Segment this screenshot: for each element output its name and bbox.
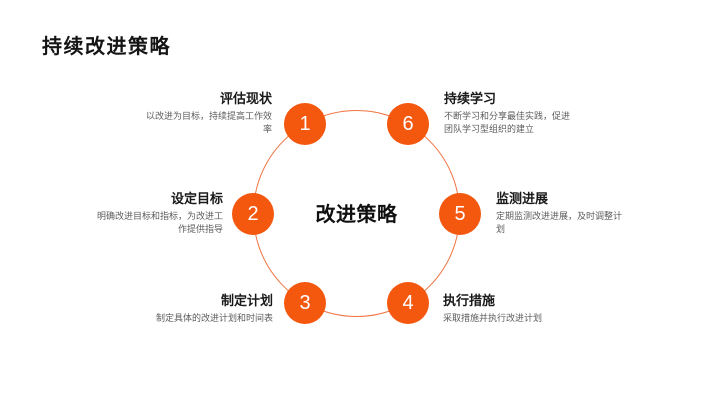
center-label: 改进策略 xyxy=(315,204,398,226)
step-description: 以改进为目标，持续提高工作效率 xyxy=(145,110,272,134)
step-description: 明确改进目标和指标，为改进工作提供指导 xyxy=(96,210,223,234)
step-label-4: 执行措施 采取措施并执行改进计划 xyxy=(443,293,576,325)
step-title: 监测进展 xyxy=(496,191,549,206)
step-node-1: 1 xyxy=(284,103,326,145)
step-title: 持续学习 xyxy=(444,91,497,106)
step-number: 4 xyxy=(402,292,414,314)
step-label-5: 监测进展 定期监测改进进展，及时调整计划 xyxy=(496,191,629,236)
step-label-1: 评估现状 以改进为目标，持续提高工作效率 xyxy=(139,91,272,136)
step-label-2: 设定目标 明确改进目标和指标，为改进工作提供指导 xyxy=(90,191,223,236)
step-description: 定期监测改进进展，及时调整计划 xyxy=(496,210,623,234)
step-title: 评估现状 xyxy=(219,91,272,106)
step-node-5: 5 xyxy=(439,193,481,235)
step-description: 不断学习和分享最佳实践，促进团队学习型组织的建立 xyxy=(444,110,571,134)
step-node-4: 4 xyxy=(387,282,429,324)
step-title: 执行措施 xyxy=(443,293,496,308)
step-number: 3 xyxy=(299,292,311,314)
step-number: 5 xyxy=(454,203,466,225)
page-title: 持续改进策略 xyxy=(42,36,171,58)
step-title: 制定计划 xyxy=(220,293,273,308)
step-number: 6 xyxy=(402,113,414,135)
step-node-3: 3 xyxy=(284,282,326,324)
step-number: 2 xyxy=(247,203,259,225)
step-title: 设定目标 xyxy=(170,191,223,206)
step-node-6: 6 xyxy=(387,103,429,145)
step-description: 采取措施并执行改进计划 xyxy=(443,312,543,323)
step-description: 制定具体的改进计划和时间表 xyxy=(155,312,273,323)
step-label-3: 制定计划 制定具体的改进计划和时间表 xyxy=(140,293,273,325)
step-node-2: 2 xyxy=(232,193,274,235)
step-number: 1 xyxy=(299,113,311,135)
step-label-6: 持续学习 不断学习和分享最佳实践，促进团队学习型组织的建立 xyxy=(444,91,577,136)
